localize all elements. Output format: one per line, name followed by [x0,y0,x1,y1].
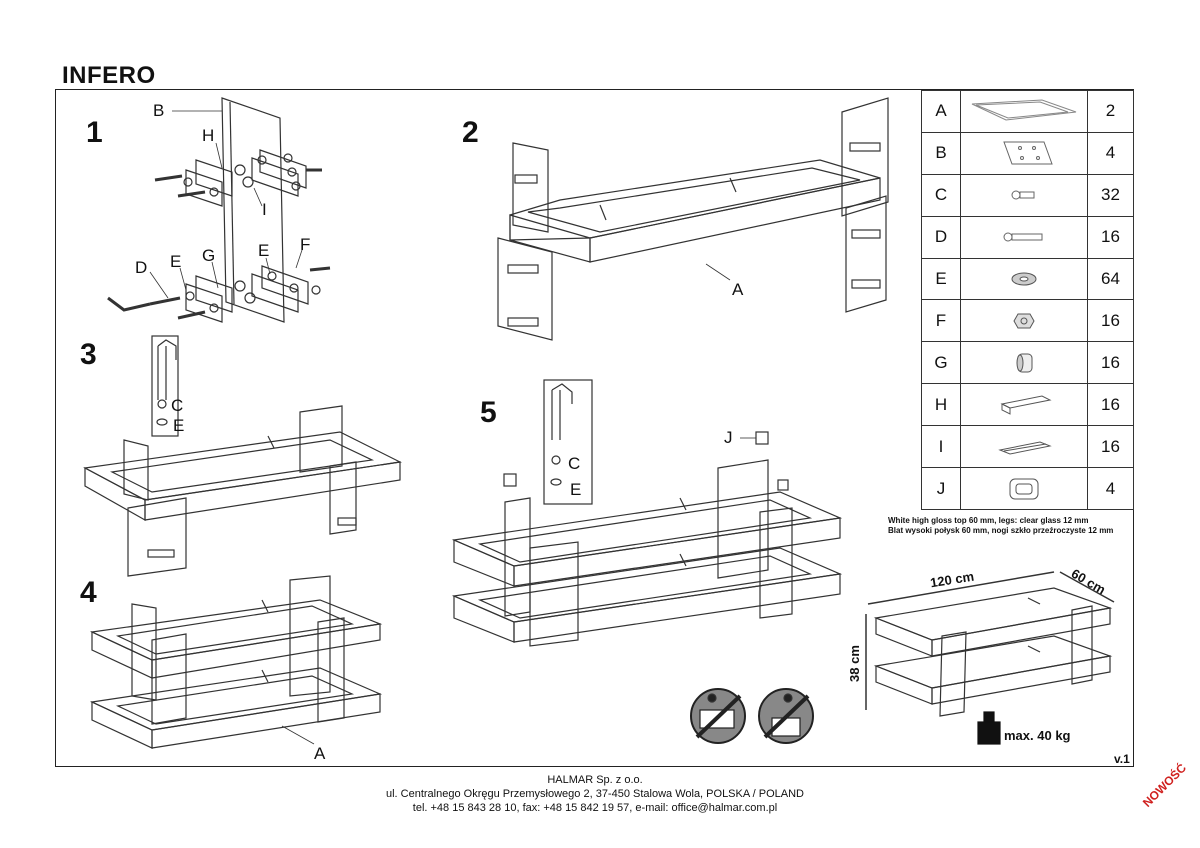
material-note-en: White high gloss top 60 mm, legs: clear … [888,516,1089,525]
s1-label-e1: E [170,252,182,271]
part-qty: 32 [1087,173,1134,217]
step2-drawing [497,97,889,341]
part-qty: 16 [1087,215,1134,259]
s3-label-e: E [173,416,185,435]
company-address: ul. Centralnego Okręgu Przemysłowego 2, … [385,788,804,800]
step-number-1: 1 [86,116,103,149]
step3-drawing [83,335,402,577]
part-row: F 16 [921,299,1134,343]
part-row: A 2 [921,90,1134,133]
long-screw-icon [1003,232,1043,242]
part-qty: 16 [1087,425,1134,469]
part-row: I 16 [921,425,1134,469]
no-lifting-warning-icon [690,688,746,744]
step1-drawing [107,97,331,323]
part-letter: A [921,90,961,133]
max-load-label: max. 40 kg [1004,728,1071,743]
company-footer: HALMAR Sp. z o.o. ul. Centralnego Okręgu… [0,773,1190,815]
part-qty: 16 [1087,383,1134,427]
washer-icon [1011,272,1037,286]
part-qty: 16 [1087,299,1134,343]
part-letter: E [921,257,961,301]
version-label: v.1 [1114,752,1130,766]
material-note: White high gloss top 60 mm, legs: clear … [888,516,1113,536]
s1-label-g: G [202,246,216,265]
part-qty: 16 [1087,341,1134,385]
step4-drawing [89,575,383,749]
glide-icon [1009,478,1039,499]
tabletop-icon [971,99,1077,121]
company-contact: tel. +48 15 843 28 10, fax: +48 15 842 1… [412,802,778,814]
part-letter: B [921,131,961,175]
s2-label-a: A [732,280,744,299]
step5-drawing [451,379,843,647]
dimension-height: 38 cm [846,645,862,682]
document-title: INFERO [62,62,156,89]
bracket-icon [1000,395,1052,415]
s5-label-e: E [570,480,582,499]
step-number-3: 3 [80,338,97,371]
part-letter: J [921,467,961,510]
s1-label-e2: E [258,241,270,260]
part-row: H 16 [921,383,1134,427]
s1-label-f: F [300,235,311,254]
parts-list-table: A 2 B 4 C 32 D 16 E 64 F 16 [921,90,1134,510]
s1-label-h: H [202,126,215,145]
s4-label-a: A [314,744,326,763]
part-letter: D [921,215,961,259]
part-row: G 16 [921,341,1134,385]
part-letter: H [921,383,961,427]
part-qty: 2 [1087,90,1134,133]
glass-leg-icon [1003,141,1053,165]
instruction-frame [55,89,1134,767]
spacer-icon [1016,353,1033,373]
s1-label-i: I [262,200,267,219]
part-qty: 4 [1087,467,1134,510]
short-screw-icon [1011,190,1035,200]
plate-icon [998,441,1052,455]
part-letter: I [921,425,961,469]
part-letter: C [921,173,961,217]
part-letter: F [921,299,961,343]
part-row: J 4 [921,467,1134,510]
part-row: C 32 [921,173,1134,217]
dimension-drawing [865,571,1115,745]
step-number-4: 4 [80,576,97,609]
s1-label-d: D [135,258,148,277]
company-name: HALMAR Sp. z o.o. [547,774,643,786]
part-letter: G [921,341,961,385]
part-row: B 4 [921,131,1134,175]
s5-label-c: C [568,454,581,473]
part-qty: 4 [1087,131,1134,175]
s1-label-b: B [153,101,165,120]
part-row: D 16 [921,215,1134,259]
s3-label-c: C [171,396,184,415]
nut-icon [1013,313,1035,329]
part-row: E 64 [921,257,1134,301]
material-note-pl: Blat wysoki połysk 60 mm, nogi szkło prz… [888,526,1114,535]
part-qty: 64 [1087,257,1134,301]
step-number-2: 2 [462,116,479,149]
step-number-5: 5 [480,396,497,429]
s5-label-j: J [724,428,733,447]
no-sitting-warning-icon [758,688,814,744]
